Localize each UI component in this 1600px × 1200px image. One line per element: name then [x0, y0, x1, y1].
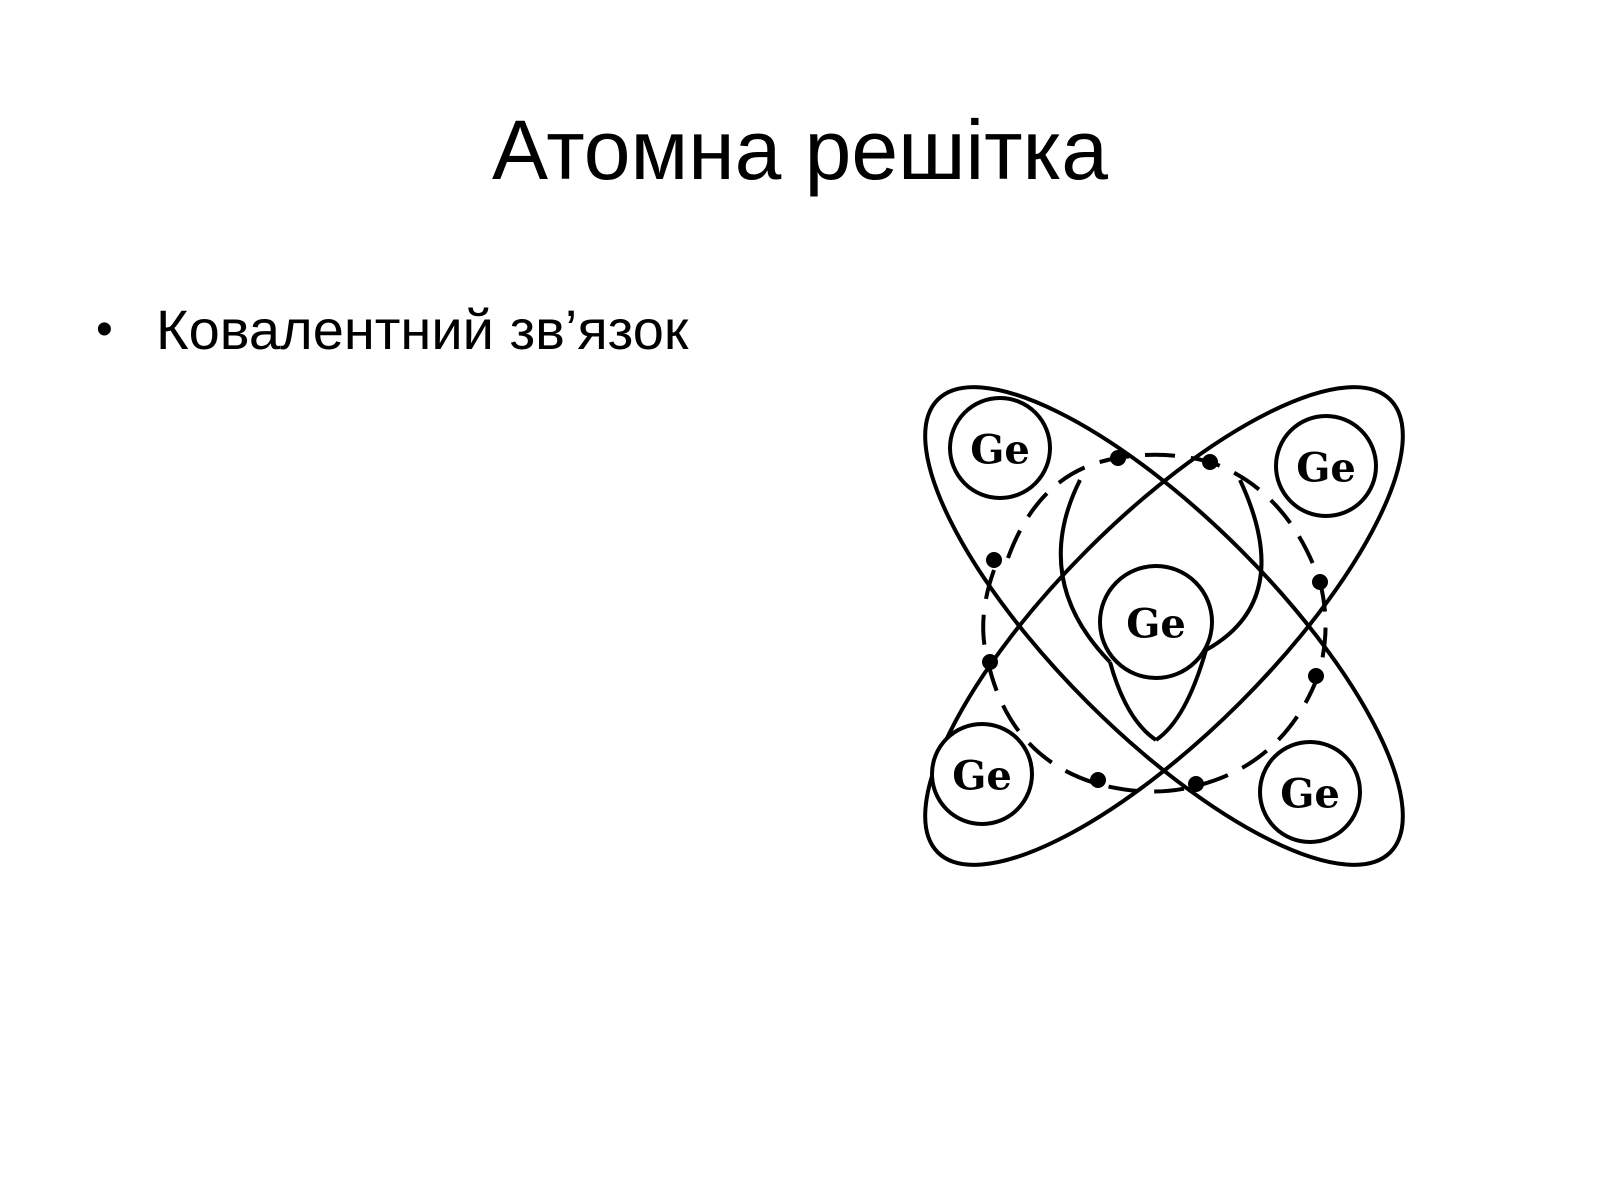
- germanium-lattice-diagram: Ge Ge Ge Ge Ge: [923, 385, 1405, 867]
- slide-title: Атомна решітка: [492, 103, 1108, 197]
- electron-dot: [986, 552, 1002, 568]
- electron-dot: [1188, 776, 1204, 792]
- bullet-item: • Ковалентний зв’язок: [96, 295, 688, 365]
- atom-label-bottom-left: Ge: [952, 753, 1012, 800]
- electron-dot: [1090, 772, 1106, 788]
- dashed-bond-top: [1006, 452, 1322, 583]
- atom-label-top-left: Ge: [970, 427, 1030, 474]
- inner-orbital-bottom-left: [1108, 661, 1158, 742]
- electron-dot: [1110, 450, 1126, 466]
- bullet-dot-icon: •: [96, 303, 113, 356]
- inner-orbital-bottom-right: [1154, 649, 1208, 742]
- bullet-list: • Ковалентний зв’язок: [96, 295, 688, 365]
- electron-dot: [1202, 454, 1218, 470]
- electron-dot: [1312, 574, 1328, 590]
- atom-label-center: Ge: [1126, 601, 1186, 648]
- atom-circle-center: [1098, 564, 1214, 680]
- electron-dot: [982, 654, 998, 670]
- inner-orbital-left: [1058, 479, 1112, 664]
- atom-label-bottom-right: Ge: [1280, 771, 1340, 818]
- atom-circle-bottom-right: [1258, 740, 1362, 844]
- atom-circle-bottom-left: [930, 722, 1034, 826]
- atom-circle-top-right: [1274, 414, 1378, 518]
- atom-label-top-right: Ge: [1296, 445, 1356, 492]
- dashed-bond-right: [1316, 581, 1328, 677]
- bond-orbital-diagonal: [923, 385, 1405, 867]
- electron-dot: [1308, 668, 1324, 684]
- atom-circle-top-left: [948, 396, 1052, 500]
- bullet-text: Ковалентний зв’язок: [156, 298, 689, 361]
- dashed-bond-left: [981, 569, 996, 663]
- inner-orbital-right: [1205, 479, 1264, 652]
- bond-orbital-antidiagonal: [923, 385, 1405, 867]
